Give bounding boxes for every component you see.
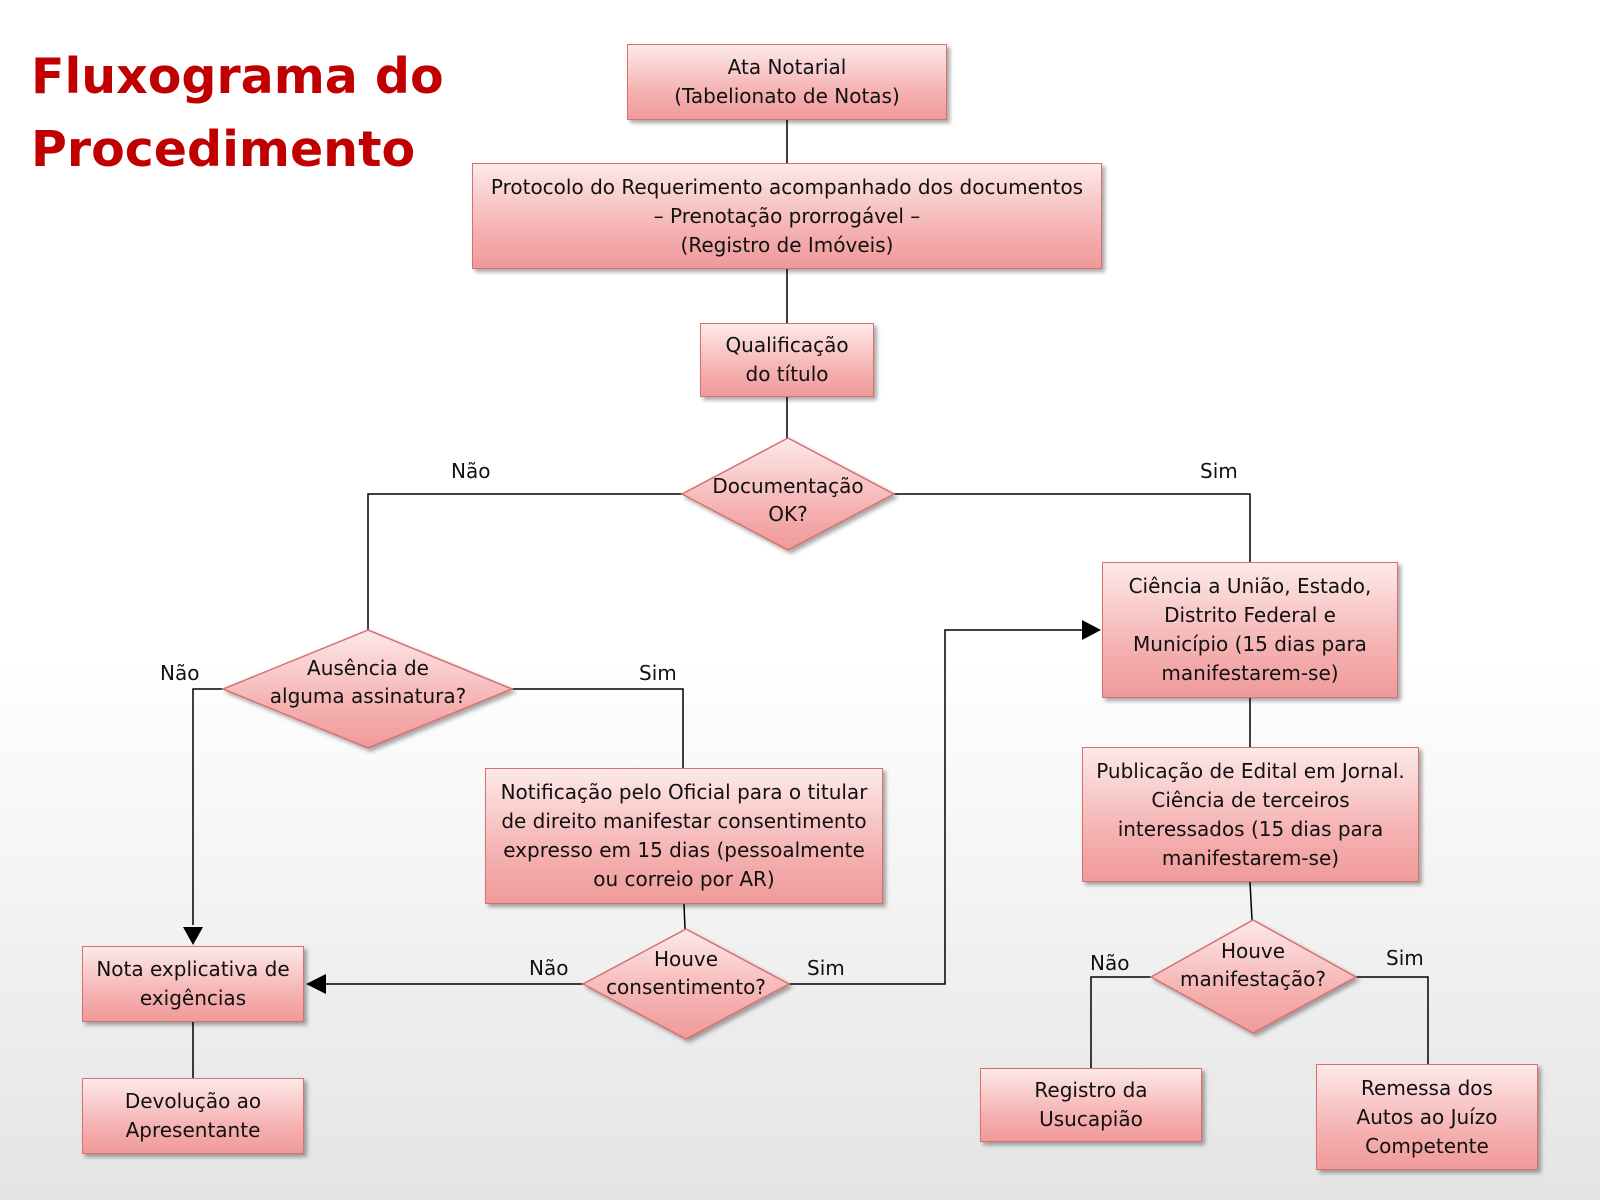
label-consentimento-nao: Não [529,956,569,980]
node-text-line: Usucapião [1039,1107,1143,1131]
decision-text-line: manifestação? [1180,967,1326,991]
node-text-line: Protocolo do Requerimento acompanhado do… [490,174,1084,199]
arrowhead-down-nota [183,927,203,945]
decision-documentacao: Documentação OK? [688,472,888,528]
node-nota-explicativa: Nota explicativa de exigências [82,946,304,1022]
label-manifestacao-nao: Não [1090,951,1130,975]
node-text-line: Ata Notarial [727,55,847,79]
node-protocolo: Protocolo do Requerimento acompanhado do… [472,163,1102,269]
node-text-line: de direito manifestar consentimento [501,809,867,833]
node-text-line: interessados (15 dias para [1117,816,1384,841]
node-text-line: – Prenotação prorrogável – [653,203,921,228]
decision-text-line: Houve [1220,939,1286,963]
node-text-line: (Registro de Imóveis) [680,232,894,257]
arrowhead-left-nota [306,974,326,994]
node-text-line: Apresentante [125,1118,261,1142]
decision-consentimento: Houve consentimento? [591,945,781,1001]
decision-manifestacao-shape [1149,919,1358,1034]
connector-notificacao-consentimento [683,903,686,930]
connector-manifestacao-sim [1356,976,1429,1064]
node-ata-notarial: Ata Notarial (Tabelionato de Notas) [627,44,947,120]
node-text-line: Ciência de terceiros [1151,787,1350,812]
connector-documentacao-nao [367,493,682,630]
label-ausencia-nao: Não [160,661,200,685]
decision-ausencia: Ausência de alguma assinatura? [243,654,493,710]
label-ausencia-sim: Sim [639,661,677,685]
node-text-line: Competente [1365,1133,1489,1158]
node-devolucao: Devolução ao Apresentante [82,1078,304,1154]
node-text-line: Autos ao Juízo [1356,1104,1498,1129]
node-text-line: Remessa dos [1361,1075,1493,1100]
label-manifestacao-sim: Sim [1386,946,1424,970]
decision-text-line: OK? [768,502,808,526]
node-qualificacao: Qualificação do título [700,323,874,397]
decision-text-line: Houve [653,947,719,971]
connector-publicacao-manifestacao [1249,881,1253,921]
node-text-line: Registro da [1034,1078,1148,1102]
node-text-line: Município (15 dias para [1133,632,1367,656]
node-publicacao: Publicação de Edital em Jornal. Ciência d… [1082,747,1419,882]
connector-ausencia-nao [192,688,223,925]
decision-text-line: consentimento? [606,975,766,999]
node-text-line: Qualificação [725,333,849,357]
node-text-line: Nota explicativa de [96,957,290,981]
node-text-line: Ciência a União, Estado, [1128,574,1372,598]
decision-text-line: Ausência de [307,656,429,680]
decision-consentimento-shape [581,928,791,1040]
node-text-line: do título [745,362,829,386]
connector-documentacao-sim [894,493,1251,562]
node-text-line: Notificação pelo Oficial para o titular [500,780,868,804]
node-registro: Registro da Usucapião [980,1068,1202,1142]
connector-ausencia-sim [512,688,684,768]
connector-consentimento-sim [789,629,1082,985]
label-documentacao-sim: Sim [1200,459,1238,483]
label-consentimento-sim: Sim [807,956,845,980]
node-text-line: manifestarem-se) [1161,845,1340,870]
node-notificacao: Notificação pelo Oficial para o titular d… [485,768,883,904]
node-ciencia: Ciência a União, Estado, Distrito Federal… [1102,562,1398,698]
label-documentacao-nao: Não [451,459,491,483]
decision-text-line: alguma assinatura? [269,684,467,708]
decision-manifestacao: Houve manifestação? [1158,937,1348,993]
node-text-line: (Tabelionato de Notas) [674,84,900,108]
decision-ausencia-shape [221,629,514,749]
node-text-line: ou correio por AR) [593,867,775,891]
node-text-line: Publicação de Edital em Jornal. [1096,758,1405,783]
title-line-1: Fluxograma do [31,48,444,105]
node-text-line: manifestarem-se) [1161,661,1339,685]
title-line-2: Procedimento [31,121,416,178]
node-text-line: expresso em 15 dias (pessoalmente [503,838,865,862]
decision-text-line: Documentação [712,474,864,498]
node-text-line: Devolução ao [124,1089,262,1113]
page-title: Fluxograma do Procedimento [31,40,444,186]
node-text-line: exigências [139,986,247,1010]
node-text-line: Distrito Federal e [1164,603,1336,627]
decision-documentacao-shape [680,437,896,551]
connector-manifestacao-nao [1090,976,1151,1068]
arrowhead-right-ciencia [1082,620,1101,640]
